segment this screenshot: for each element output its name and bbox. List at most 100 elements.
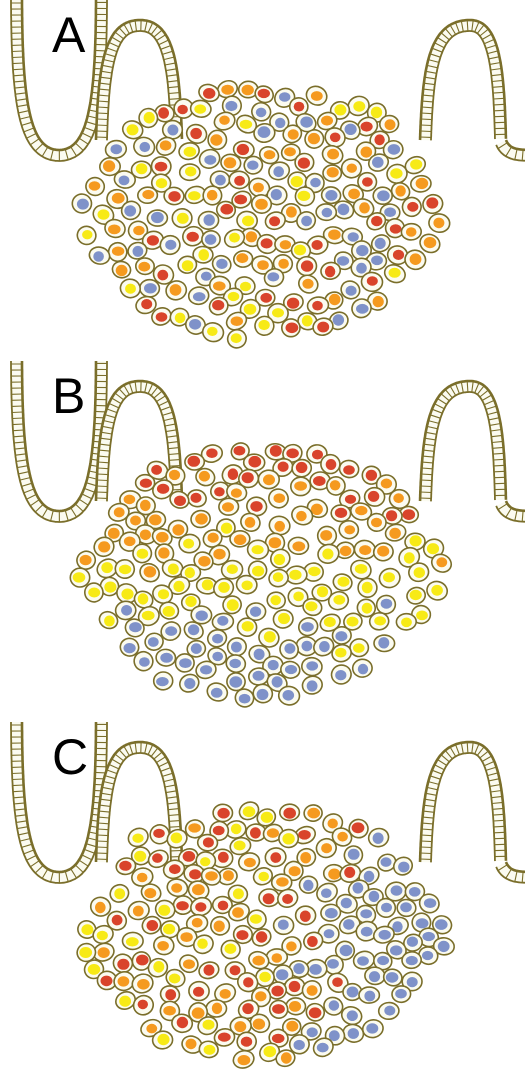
- epithelium-fold: [496, 140, 525, 161]
- immune-cell: [295, 906, 316, 926]
- immune-cell: [367, 826, 391, 849]
- immune-cell: [147, 210, 167, 226]
- immune-cell: [122, 932, 143, 949]
- panel-c-label: C: [52, 732, 88, 782]
- panel-a: A: [0, 0, 525, 361]
- immune-cell: [114, 558, 136, 580]
- immune-cell: [258, 470, 279, 489]
- immune-cell: [213, 804, 233, 821]
- immune-cell: [233, 250, 254, 268]
- immune-cell: [279, 829, 299, 848]
- immune-cell: [301, 656, 324, 677]
- immune-cell: [274, 916, 294, 934]
- immune-cell: [178, 141, 201, 161]
- immune-cell: [188, 286, 210, 306]
- immune-cell: [166, 877, 190, 898]
- panel-c: C: [0, 722, 525, 1083]
- immune-cell: [299, 876, 318, 894]
- immune-cell: [224, 653, 247, 674]
- immune-cell: [153, 672, 173, 691]
- immune-cell: [162, 120, 182, 139]
- panel-b-label: B: [52, 371, 85, 421]
- immune-cell: [139, 279, 160, 297]
- immune-cell: [226, 637, 247, 657]
- immune-cell: [175, 653, 194, 672]
- immune-cell: [190, 509, 212, 529]
- immune-cell: [358, 578, 377, 597]
- immune-cell: [367, 513, 386, 532]
- immune-cell: [296, 272, 321, 296]
- immune-cell: [209, 915, 231, 937]
- immune-cell: [107, 882, 131, 905]
- epithelium-fold: [496, 501, 525, 522]
- immune-cell: [248, 667, 269, 685]
- immune-cell: [179, 164, 200, 181]
- immune-cell: [377, 566, 402, 590]
- immune-cell: [373, 187, 392, 204]
- immune-cell: [338, 520, 359, 540]
- immune-cell: [352, 658, 373, 678]
- immune-cell: [338, 459, 360, 480]
- immune-cell: [301, 674, 324, 696]
- immune-cell: [350, 638, 369, 656]
- immune-cell: [266, 591, 287, 610]
- immune-cell: [172, 209, 192, 228]
- immune-cell: [396, 613, 417, 630]
- immune-cell: [212, 613, 235, 631]
- immune-cell: [115, 600, 137, 620]
- immune-cell: [359, 987, 380, 1003]
- immune-cell: [288, 537, 309, 555]
- immune-cell: [353, 539, 377, 560]
- immune-cell: [197, 147, 223, 171]
- immune-cell: [361, 272, 384, 293]
- immune-cell: [155, 649, 176, 667]
- immune-cell: [264, 846, 288, 868]
- immune-cell: [135, 257, 154, 274]
- immune-cell: [320, 143, 346, 167]
- immune-cell: [206, 1000, 227, 1017]
- epithelium-fold: [420, 742, 506, 862]
- immune-cell: [341, 843, 365, 867]
- immune-cell: [107, 241, 129, 263]
- immune-cell: [137, 187, 157, 204]
- immune-cell: [198, 211, 219, 229]
- immune-cell: [225, 327, 250, 352]
- immune-cell: [206, 628, 228, 649]
- immune-cell: [272, 608, 295, 629]
- immune-cell: [282, 319, 300, 337]
- epithelium-fold: [496, 862, 525, 883]
- panel-b: B: [0, 361, 525, 722]
- immune-cell: [247, 909, 267, 929]
- immune-cell: [125, 825, 151, 850]
- immune-cell: [420, 192, 445, 216]
- immune-cell: [331, 504, 352, 522]
- immune-cell: [320, 903, 341, 921]
- immune-cell: [205, 680, 230, 704]
- immune-cell: [280, 804, 300, 821]
- immune-cell: [266, 486, 291, 511]
- immune-cell-cluster: [70, 440, 454, 710]
- immune-cell: [84, 175, 107, 197]
- immune-cell: [272, 874, 292, 891]
- immune-cell: [197, 960, 221, 981]
- immune-cell: [71, 193, 92, 213]
- immune-cell: [137, 560, 163, 585]
- immune-cell: [119, 277, 143, 299]
- epithelium-fold: [420, 20, 506, 140]
- immune-cell: [230, 531, 250, 547]
- immune-cell: [405, 585, 427, 606]
- immune-cell: [332, 626, 352, 644]
- immune-cell: [428, 213, 451, 234]
- immune-cell-cluster: [71, 78, 450, 351]
- immune-cell: [284, 977, 305, 996]
- immune-cell: [397, 899, 417, 917]
- immune-cell: [372, 541, 394, 562]
- immune-cell: [376, 898, 397, 918]
- immune-cell: [266, 949, 287, 965]
- immune-cell: [136, 475, 155, 491]
- immune-cell: [222, 226, 248, 250]
- immune-cell: [88, 245, 112, 266]
- immune-cell: [331, 572, 354, 593]
- immune-cell: [316, 525, 338, 547]
- immune-cell: [296, 615, 320, 638]
